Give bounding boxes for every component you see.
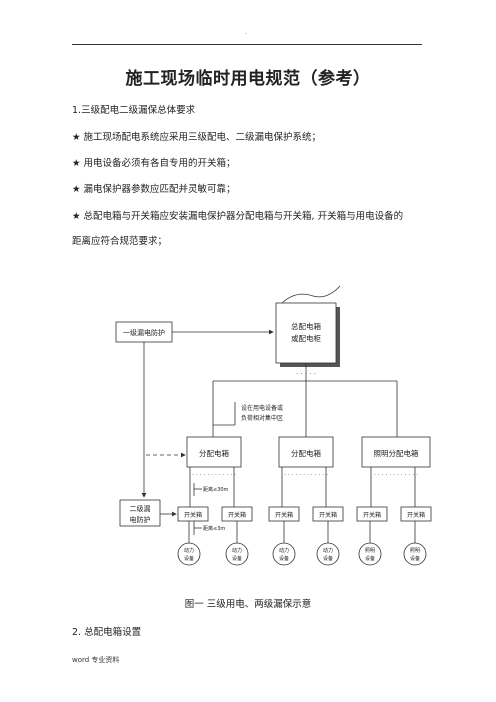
dist-box <box>186 436 242 468</box>
dist-box <box>361 436 431 468</box>
header-mark: . <box>245 29 247 36</box>
switch-box-label: 开关箱 <box>275 511 293 519</box>
switch-box-label: 开关箱 <box>228 511 246 519</box>
device-circle <box>316 542 340 566</box>
device-circle <box>403 542 427 566</box>
distance-label: 距离≤3m <box>203 525 225 532</box>
device-label: 设备 <box>323 555 333 562</box>
paragraph: ★ 施工现场配电系统应采用三级配电、二级漏电保护系统； <box>72 132 322 143</box>
note-text: 设在用电设备或 <box>241 404 283 412</box>
svg-text:· · · · · · · · · · · ·: · · · · · · · · · · · · <box>374 472 418 479</box>
device-label: 设备 <box>365 555 375 562</box>
level2-protect-box <box>119 499 161 527</box>
main-box <box>275 302 337 364</box>
section-heading: 2. 总配电箱设置 <box>72 627 142 638</box>
switch-box <box>400 506 432 522</box>
device-circle <box>225 542 249 566</box>
device-label: 照明 <box>365 548 375 554</box>
dist-box-label: 分配电箱 <box>291 448 321 458</box>
svg-text:· · · · · · · · · · · ·: · · · · · · · · · · · · <box>192 472 236 479</box>
device-circle <box>272 542 296 566</box>
device-circle <box>358 542 382 566</box>
main-box-label: 总配电箱 <box>291 321 321 331</box>
device-circle <box>177 542 201 566</box>
device-label: 设备 <box>184 555 194 562</box>
device-label: 动力 <box>323 547 333 554</box>
header-rule <box>72 44 422 45</box>
switch-box-label: 开关箱 <box>319 511 337 519</box>
main-box-label: 或配电柜 <box>291 333 321 343</box>
switch-box-label: 开关箱 <box>407 511 425 519</box>
switch-box-label: 开关箱 <box>184 511 202 519</box>
svg-text:· · · · · · · · · · · ·: · · · · · · · · · · · · <box>284 472 328 479</box>
distance-label: 距离≤30m <box>203 486 229 493</box>
device-label: 设备 <box>232 555 242 562</box>
paragraph: ★ 用电设备必须有各自专用的开关箱； <box>72 158 236 169</box>
device-label: 设备 <box>410 555 420 562</box>
switch-box <box>356 506 388 522</box>
paragraph: ★ 漏电保护器参数应匹配并灵敏可靠； <box>72 184 236 195</box>
level2-protect-label: 二级漏 <box>130 504 151 513</box>
figure-caption: 图一 三级用电、两级漏保示意 <box>184 599 312 610</box>
page-title: 施工现场临时用电规范（参考） <box>125 69 371 89</box>
level1-protect-label: 一级漏电防护 <box>123 328 165 337</box>
switch-box <box>177 506 209 522</box>
dist-box-label: 分配电箱 <box>199 448 229 458</box>
device-label: 动力 <box>279 547 289 554</box>
device-label: 动力 <box>232 547 242 554</box>
paragraph: 距离应符合规范要求； <box>72 236 168 247</box>
dist-box <box>278 436 334 468</box>
device-label: 动力 <box>184 547 194 554</box>
page-footer: word 专业资料 <box>72 656 120 664</box>
device-label: 设备 <box>279 555 289 562</box>
level2-protect-label: 电防护 <box>130 515 151 524</box>
supply-line <box>281 285 341 304</box>
note-text: 负荷相对集中区 <box>241 414 283 422</box>
paragraph: ★ 总配电箱与开关箱应安装漏电保护器分配电箱与开关箱, 开关箱与用电设备的 <box>72 211 404 222</box>
device-label: 照明 <box>410 548 420 554</box>
switch-box-label: 开关箱 <box>363 511 381 519</box>
dist-box-label: 照明分配电箱 <box>374 448 419 458</box>
paragraph: 1.三级配电二级漏保总体要求 <box>72 105 196 116</box>
